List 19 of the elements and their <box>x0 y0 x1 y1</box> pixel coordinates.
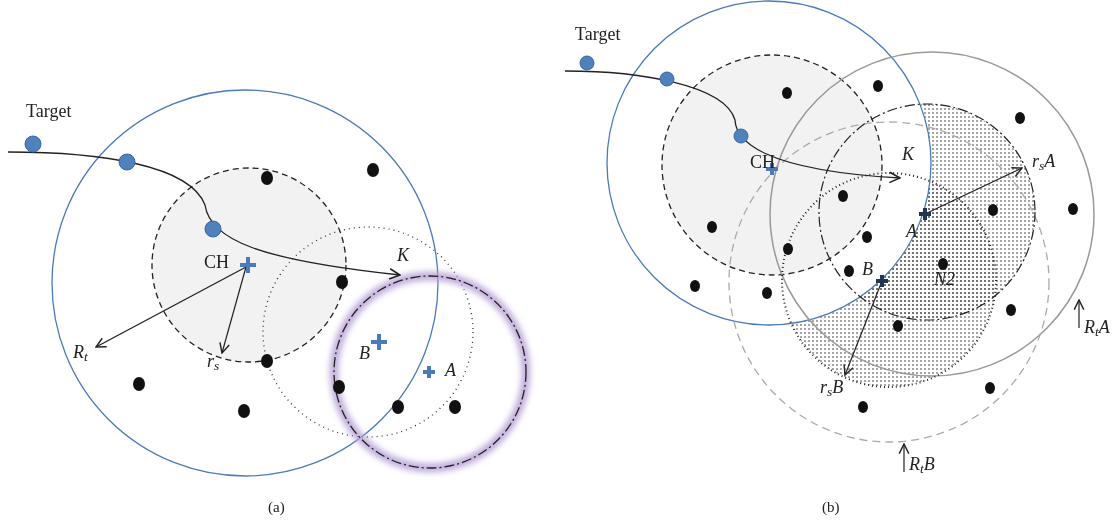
diagram-label: Target <box>26 102 72 120</box>
diagram-label: A <box>906 222 917 240</box>
diagram-label: CH <box>750 153 775 171</box>
panel-label: (a) <box>268 500 285 515</box>
diagram-label: r$_{s}$A <box>1032 152 1056 170</box>
diagram-label: B <box>862 260 873 278</box>
panel-label: (b) <box>822 500 840 515</box>
diagram-label: K <box>902 145 914 163</box>
diagram-label: R$_{t}$ <box>73 343 88 361</box>
diagram-label: B <box>359 344 370 362</box>
diagram-label: CH <box>204 253 229 271</box>
diagram-label: N2 <box>934 270 955 288</box>
diagram-label: Target <box>575 25 621 43</box>
diagram-label: r$_{s}$ <box>207 352 220 370</box>
diagram-label: A <box>445 361 456 379</box>
diagram-label: r$_{s}$B <box>820 378 844 396</box>
diagram-label: K <box>397 246 409 264</box>
diagram-label: R$_{t}$B <box>909 455 935 473</box>
diagram-label: R$_{t}$A <box>1084 318 1110 336</box>
